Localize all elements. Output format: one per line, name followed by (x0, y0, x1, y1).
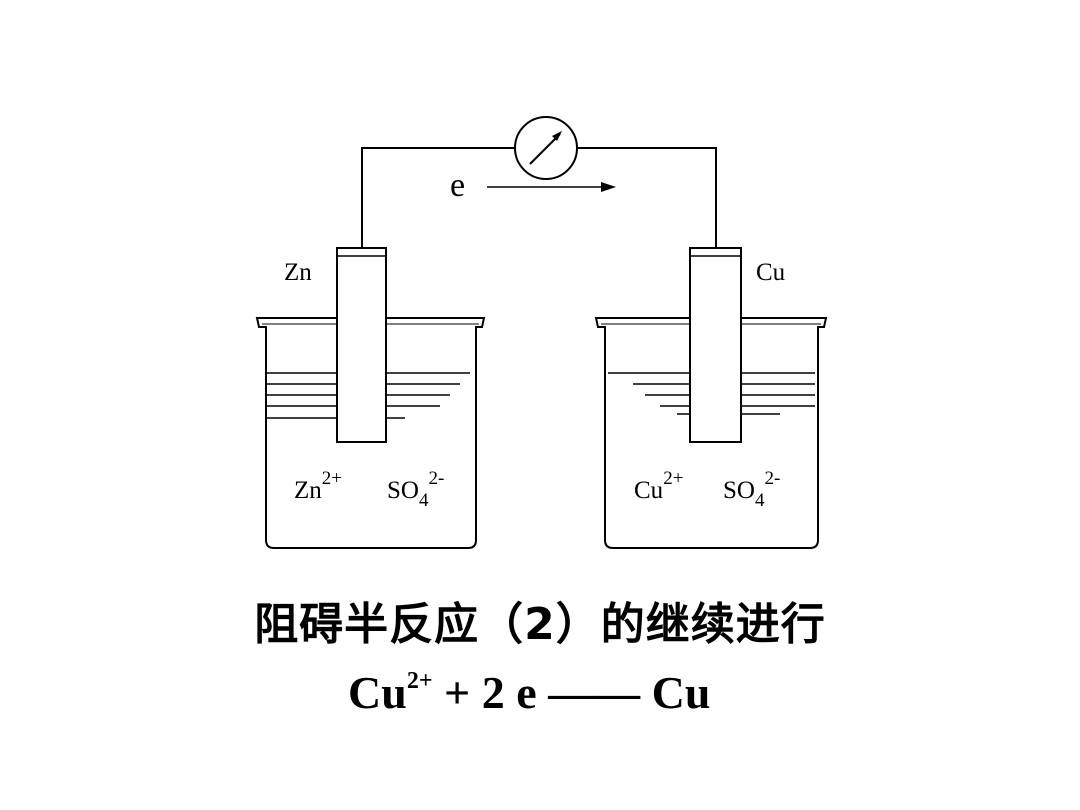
electron-flow-arrowhead (601, 182, 616, 192)
electron-label: e (450, 167, 465, 204)
copper-electrode (689, 247, 742, 443)
right-wire (577, 147, 717, 248)
left-wire (361, 147, 515, 248)
equation-plus-electrons: + 2 e (432, 667, 549, 718)
electrochemical-cell-diagram: e Zn Zn2+ SO42- Cu Cu2+ SO42- (255, 116, 828, 549)
left-sulfate-ion-label: SO42- (387, 468, 444, 511)
equation-reactant: Cu (348, 667, 407, 718)
half-reaction-equation: Cu2+ + 2 e —— Cu (348, 666, 710, 719)
equation-arrow-dash: —— (548, 667, 641, 718)
equation-product: Cu (640, 667, 711, 718)
zinc-electrode (336, 247, 387, 443)
right-sulfate-ion-label: SO42- (723, 468, 780, 511)
equation-reactant-charge: 2+ (406, 667, 433, 694)
zinc-ion-label: Zn2+ (294, 468, 342, 504)
galvanometer-icon (514, 116, 578, 180)
slide-caption: 阻碍半反应（2）的继续进行 (254, 599, 826, 650)
copper-ion-label: Cu2+ (634, 468, 683, 504)
zinc-label: Zn (284, 259, 312, 286)
copper-label: Cu (756, 259, 786, 286)
